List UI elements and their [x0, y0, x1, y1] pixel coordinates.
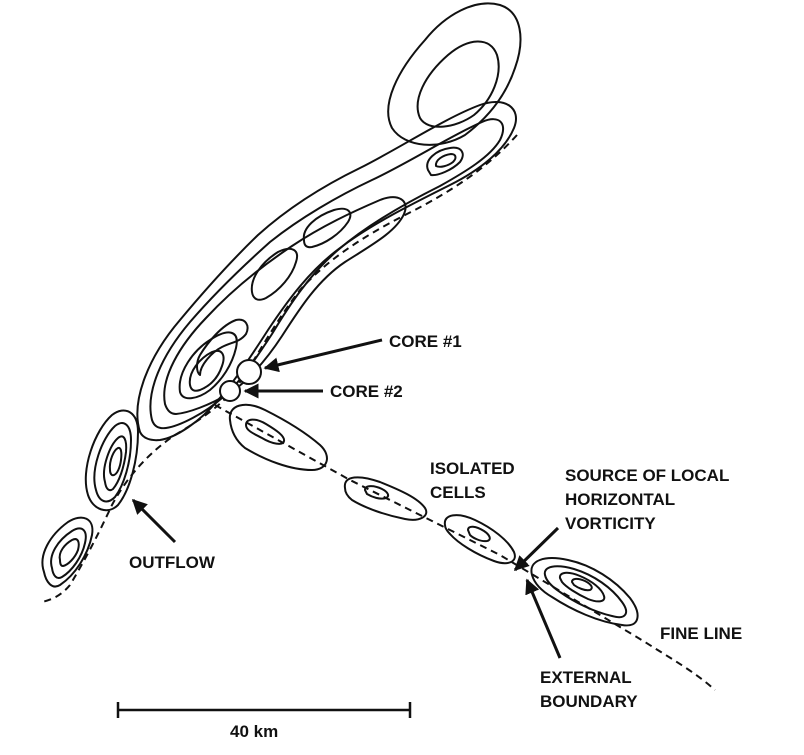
external-boundary-label-line1: EXTERNAL — [540, 668, 632, 687]
isolated-cells-label-line2: CELLS — [430, 483, 486, 502]
external-boundary-line — [214, 404, 716, 691]
isolated-cells-contours — [228, 403, 516, 565]
core-2-marker — [219, 380, 241, 402]
western-cells-contours — [41, 409, 139, 588]
vorticity-label-line1: SOURCE OF LOCAL — [565, 466, 729, 485]
external-boundary-arrow — [525, 578, 562, 659]
vorticity-label-line3: VORTICITY — [565, 514, 656, 533]
vorticity-label-line2: HORIZONTAL — [565, 490, 675, 509]
fine-line-cell-contours — [530, 557, 639, 627]
external-boundary-label-line2: BOUNDARY — [540, 692, 638, 711]
core-2-label: CORE #2 — [330, 382, 403, 401]
scale-bar — [116, 702, 412, 718]
core-1-marker — [236, 359, 262, 385]
northern-cell-contours — [387, 2, 522, 146]
fine-line-label: FINE LINE — [660, 624, 742, 643]
outflow-label: OUTFLOW — [129, 553, 216, 572]
scale-bar-label: 40 km — [230, 722, 278, 741]
isolated-cells-label-line1: ISOLATED — [430, 459, 515, 478]
vorticity-arrow — [513, 526, 560, 572]
main-squall-line-contours — [136, 100, 517, 442]
outflow-arrow — [131, 498, 177, 544]
core-1-arrow — [263, 338, 383, 373]
core-1-label: CORE #1 — [389, 332, 462, 351]
outflow-boundary-line — [41, 134, 518, 603]
